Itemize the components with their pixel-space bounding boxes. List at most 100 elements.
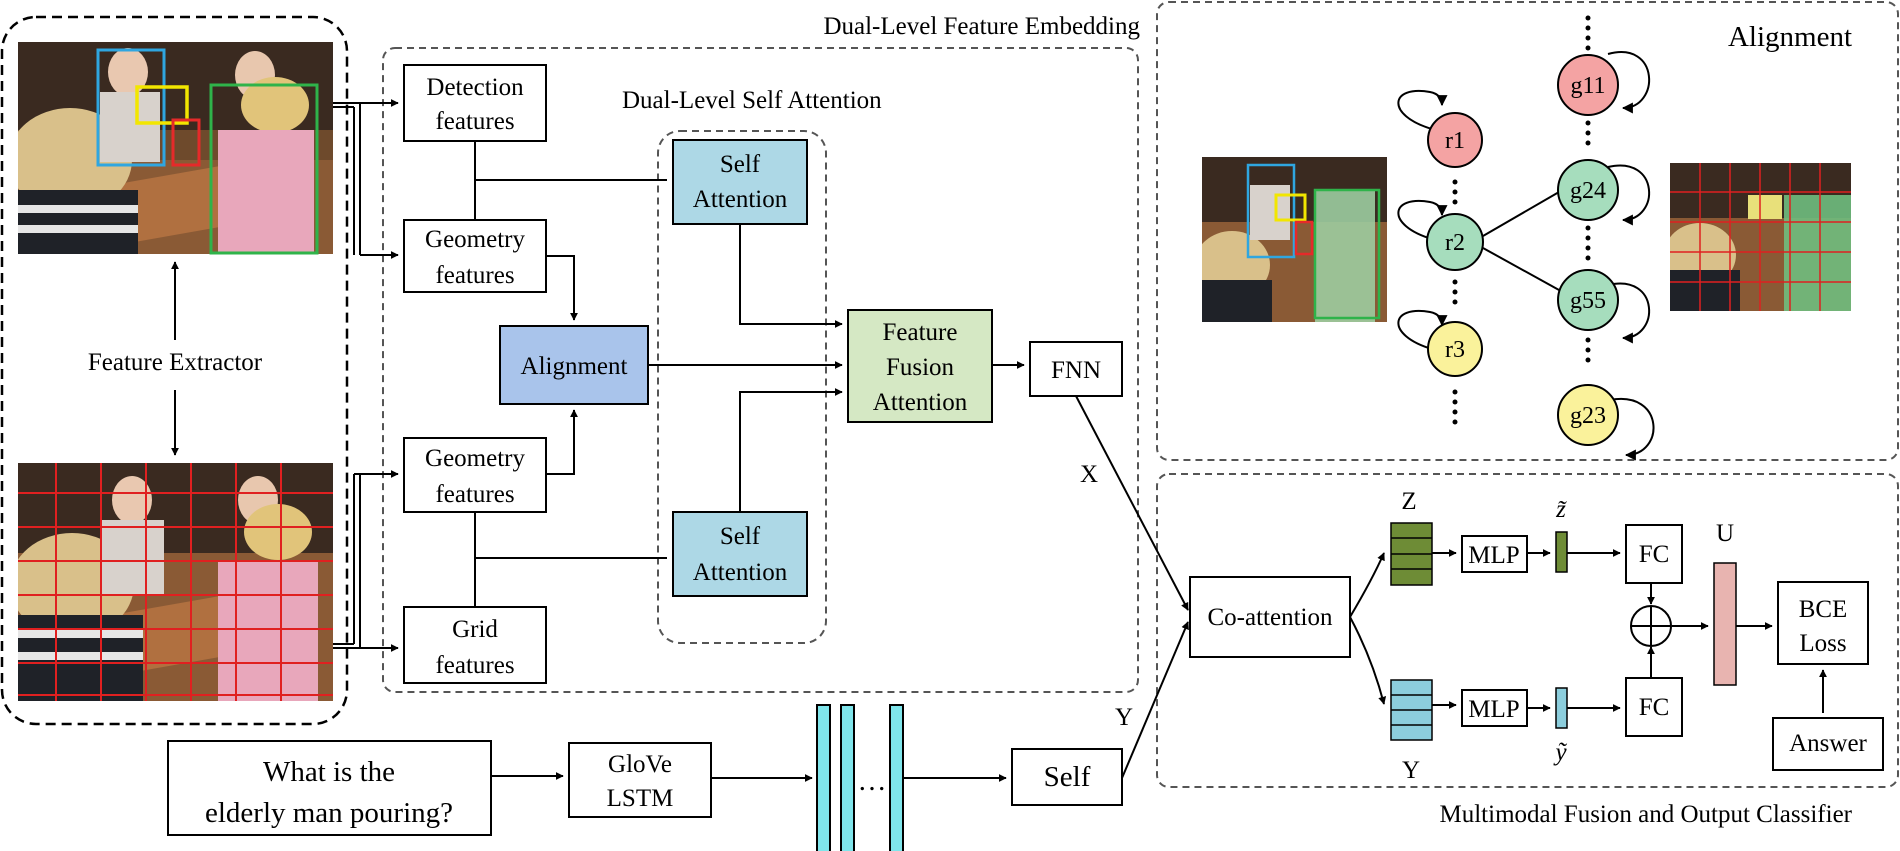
alignment-region-photo	[1202, 157, 1387, 322]
fusion-title: Multimodal Fusion and Output Classifier	[1440, 801, 1853, 828]
grid-features-photo	[18, 463, 333, 701]
graph-edges	[1397, 51, 1655, 461]
fusion-line1: Feature	[883, 319, 958, 346]
y-tilde-label: ỹ	[1552, 739, 1567, 766]
mlp-bottom-label: MLP	[1468, 696, 1519, 723]
z-matrix-label: Z	[1401, 488, 1416, 515]
lstm-bar-2	[840, 704, 855, 851]
feature-grid-lines	[18, 463, 333, 701]
feature-extractor-label: Feature Extractor	[88, 349, 263, 376]
fnn-label: FNN	[1051, 357, 1101, 384]
geometry-bottom-line1: Geometry	[425, 445, 525, 472]
alignment-box: Alignment	[499, 325, 649, 405]
coattention-label: Co-attention	[1208, 604, 1333, 631]
align-bbox-yellow	[1274, 193, 1307, 222]
answer-label: Answer	[1789, 730, 1867, 757]
alignment-grid-photo	[1670, 163, 1851, 311]
graph-node-r3: r3	[1427, 321, 1483, 377]
self-attention-top-line1: Self	[720, 151, 761, 178]
y-matrix-label: Y	[1402, 757, 1420, 784]
self-attention-top-box: Self Attention	[672, 139, 808, 225]
self-box: Self	[1011, 748, 1123, 806]
self-attention-title: Dual-Level Self Attention	[622, 87, 882, 114]
feature-extractor-frame	[0, 15, 349, 726]
graph-dots	[1452, 15, 1591, 425]
question-box: What is the elderly man pouring?	[167, 740, 492, 836]
node-g55-label: g55	[1570, 288, 1606, 314]
lstm-ellipsis: …	[858, 765, 887, 797]
bce-line2: Loss	[1799, 630, 1846, 657]
graph-node-g24: g24	[1557, 159, 1619, 221]
answer-box: Answer	[1772, 717, 1884, 771]
geometry-top-line2: features	[435, 262, 514, 289]
geometry-bottom-line2: features	[435, 481, 514, 508]
region-features-photo	[18, 42, 333, 254]
geometry-top-line1: Geometry	[425, 226, 525, 253]
x-edge-label: X	[1080, 461, 1098, 488]
detection-features-box: Detection features	[403, 64, 547, 142]
self-attention-top-line2: Attention	[693, 186, 788, 213]
question-line1: What is the	[263, 756, 395, 788]
z-tilde-vector	[1555, 531, 1568, 573]
graph-node-r2: r2	[1426, 213, 1484, 271]
graph-node-r1: r1	[1427, 112, 1483, 168]
coattention-box: Co-attention	[1189, 576, 1351, 658]
self-attention-frame	[657, 130, 827, 644]
bce-line1: BCE	[1799, 596, 1848, 623]
grid-features-box: Grid features	[403, 606, 547, 684]
glove-lstm-box: GloVe LSTM	[568, 742, 712, 818]
self-attention-bottom-line2: Attention	[693, 559, 788, 586]
lstm-bar-1	[816, 704, 831, 851]
bce-loss-box: BCE Loss	[1777, 581, 1869, 665]
self-label: Self	[1044, 761, 1091, 793]
embedding-connectors	[333, 99, 1189, 779]
mlp-top-box: MLP	[1461, 535, 1528, 573]
grid-line1: Grid	[452, 616, 498, 643]
embedding-frame	[382, 47, 1139, 693]
fusion-line3: Attention	[873, 389, 968, 416]
u-vector	[1713, 562, 1737, 686]
u-label: U	[1716, 520, 1734, 547]
graph-node-g55: g55	[1557, 269, 1619, 331]
fusion-line2: Fusion	[886, 354, 955, 381]
fusion-connectors	[1349, 549, 1827, 713]
fc-bottom-box: FC	[1625, 677, 1683, 737]
align-bbox-green	[1313, 188, 1381, 320]
glove-line2: LSTM	[607, 785, 674, 812]
fc-top-label: FC	[1639, 541, 1670, 568]
self-attention-bottom-box: Self Attention	[672, 511, 808, 597]
bbox-yellow	[135, 85, 189, 125]
fc-bottom-label: FC	[1639, 694, 1670, 721]
node-g11-label: g11	[1570, 73, 1605, 99]
graph-node-g11: g11	[1557, 54, 1619, 116]
glove-line1: GloVe	[608, 751, 672, 778]
mlp-top-label: MLP	[1468, 542, 1519, 569]
node-r3-label: r3	[1445, 337, 1465, 363]
fusion-frame	[1156, 473, 1899, 788]
alignment-title: Alignment	[1728, 21, 1852, 53]
geometry-features-top-box: Geometry features	[403, 219, 547, 293]
bbox-green	[209, 83, 319, 255]
y-edge-label: Y	[1115, 704, 1133, 731]
grid-line2: features	[435, 652, 514, 679]
graph-node-g23: g23	[1557, 384, 1619, 446]
y-matrix	[1390, 679, 1433, 741]
fnn-box: FNN	[1029, 341, 1123, 397]
node-g24-label: g24	[1570, 178, 1606, 204]
embedding-title: Dual-Level Feature Embedding	[823, 13, 1140, 40]
alignment-frame	[1156, 1, 1899, 461]
bbox-red	[171, 118, 201, 167]
sum-operator-icon	[1630, 605, 1672, 647]
self-attention-bottom-line1: Self	[720, 523, 761, 550]
align-bbox-red	[1294, 220, 1314, 256]
feature-fusion-attention-box: Feature Fusion Attention	[847, 309, 993, 423]
fc-top-box: FC	[1625, 524, 1683, 584]
node-r1-label: r1	[1445, 128, 1465, 154]
detection-line2: features	[435, 108, 514, 135]
alignment-label: Alignment	[521, 353, 628, 380]
z-matrix	[1390, 522, 1433, 586]
mlp-bottom-box: MLP	[1461, 689, 1528, 727]
z-tilde-label: z̃	[1555, 496, 1567, 523]
node-g23-label: g23	[1570, 403, 1606, 429]
question-line2: elderly man pouring?	[205, 797, 453, 829]
